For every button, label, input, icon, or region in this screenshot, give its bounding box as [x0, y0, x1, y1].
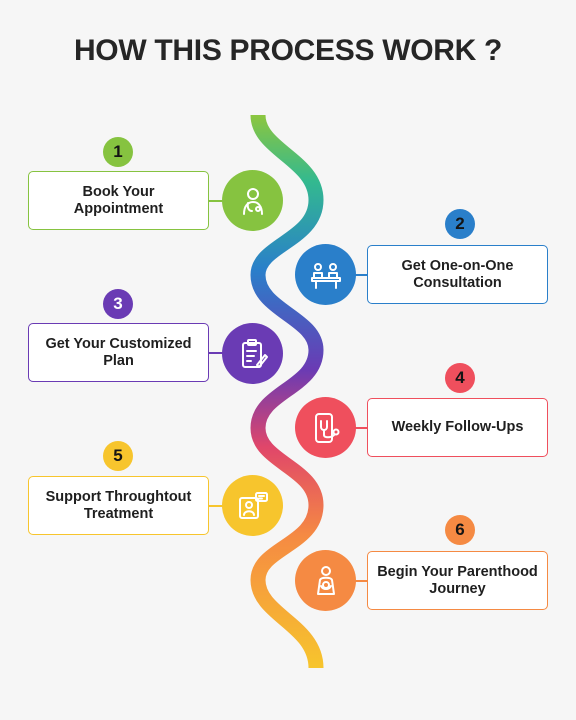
step-2-connector	[355, 274, 368, 276]
phone-stethoscope-icon	[295, 397, 356, 458]
clipboard-plan-icon	[222, 323, 283, 384]
consultation-icon	[295, 244, 356, 305]
step-5-connector	[209, 505, 223, 507]
step-3-number: 3	[103, 289, 133, 319]
step-6-box: Begin Your Parenthood Journey	[367, 551, 548, 610]
video-support-icon	[222, 475, 283, 536]
step-2-box: Get One-on-One Consultation	[367, 245, 548, 304]
step-4-number: 4	[445, 363, 475, 393]
doctor-icon	[222, 170, 283, 231]
step-1-connector	[209, 200, 223, 202]
step-6-connector	[355, 580, 368, 582]
step-5-box: Support Throughtout Treatment	[28, 476, 209, 535]
step-6-number: 6	[445, 515, 475, 545]
step-1-box: Book Your Appointment	[28, 171, 209, 230]
page-title: HOW THIS PROCESS WORK ?	[73, 34, 503, 67]
step-4-connector	[355, 427, 368, 429]
step-4-box: Weekly Follow-Ups	[367, 398, 548, 457]
step-3-box: Get Your Customized Plan	[28, 323, 209, 382]
step-3-connector	[209, 352, 223, 354]
step-5-number: 5	[103, 441, 133, 471]
step-2-number: 2	[445, 209, 475, 239]
mother-baby-icon	[295, 550, 356, 611]
step-1-number: 1	[103, 137, 133, 167]
